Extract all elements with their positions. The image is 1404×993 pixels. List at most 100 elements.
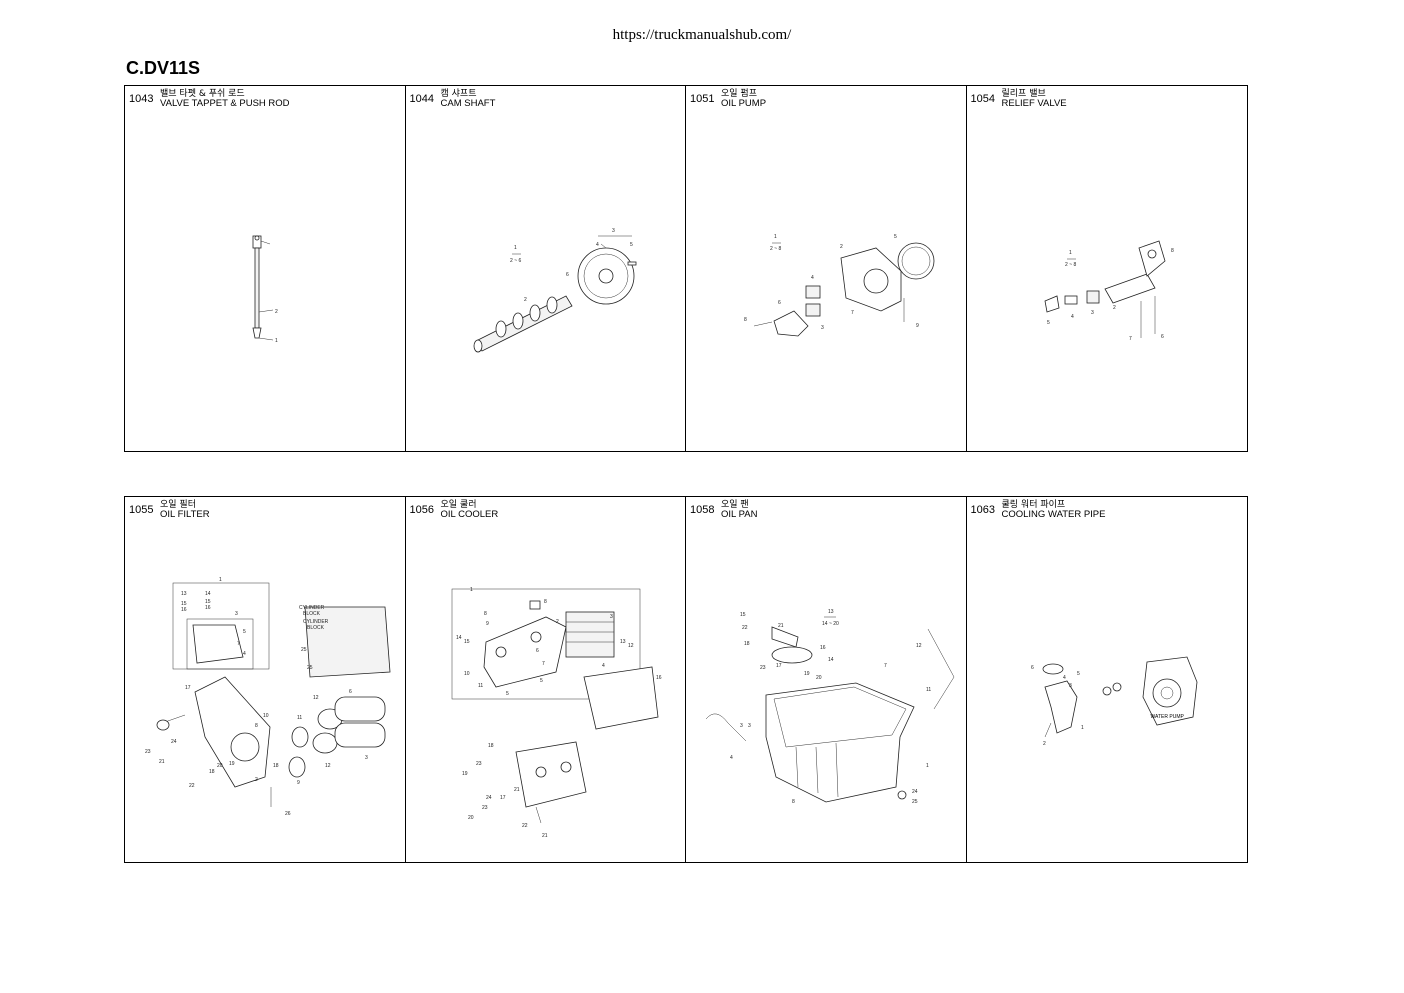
section-code: 1043 (129, 93, 154, 105)
svg-text:15: 15 (464, 639, 470, 645)
section-title: 릴리프 밸브 RELIEF VALVE (1002, 89, 1067, 109)
svg-text:1: 1 (275, 338, 278, 344)
svg-text:8: 8 (1171, 248, 1174, 254)
svg-text:1: 1 (1081, 725, 1084, 731)
section-cam-shaft[interactable]: 1044 캠 샤프트 CAM SHAFT 1 2 ~ 6 4 5 3 6 2 (406, 86, 686, 451)
svg-text:21: 21 (159, 759, 165, 765)
section-title-korean: 쿨링 워터 파이프 (1001, 500, 1066, 510)
valve-tappet-diagram: 2 1 (252, 235, 278, 344)
section-title: 오일 팬 OIL PAN (721, 500, 757, 520)
svg-text:7: 7 (1129, 336, 1132, 342)
section-title: 쿨링 워터 파이프 COOLING WATER PIPE (1002, 500, 1106, 520)
svg-text:6: 6 (349, 689, 352, 695)
section-title-korean: 캠 샤프트 (440, 89, 477, 99)
section-title-korean: 오일 펌프 (721, 89, 757, 99)
svg-text:25: 25 (301, 647, 307, 653)
section-title-english: OIL FILTER (160, 509, 210, 520)
section-title-korean: 오일 필터 (160, 500, 196, 510)
section-oil-pump[interactable]: 1051 오일 펌프 OIL PUMP 1 2 ~ 8 8 9 7 2 5 4 … (686, 86, 967, 451)
svg-text:6: 6 (1031, 665, 1034, 671)
section-code: 1054 (970, 93, 995, 105)
svg-text:2: 2 (840, 244, 843, 250)
svg-text:6: 6 (1161, 334, 1164, 340)
section-title-korean: 릴리프 밸브 (1001, 89, 1046, 99)
svg-text:16: 16 (205, 605, 211, 611)
section-relief-valve[interactable]: 1054 릴리프 밸브 RELIEF VALVE 1 2 ~ 8 7 6 8 5… (967, 86, 1248, 451)
svg-text:6: 6 (536, 648, 539, 654)
section-title: 오일 쿨러 OIL COOLER (441, 500, 499, 520)
section-code: 1051 (690, 93, 715, 105)
cam-shaft-diagram: 1 2 ~ 6 4 5 3 6 2 (473, 228, 636, 353)
svg-text:11: 11 (478, 683, 483, 689)
svg-text:16: 16 (181, 607, 187, 613)
svg-text:24: 24 (486, 795, 492, 801)
svg-text:6: 6 (566, 272, 569, 278)
svg-text:20: 20 (468, 815, 474, 821)
svg-text:11: 11 (297, 715, 302, 721)
svg-text:13: 13 (828, 609, 834, 615)
section-title-english: OIL PUMP (721, 98, 767, 109)
section-title-english: CAM SHAFT (440, 98, 496, 109)
svg-text:16: 16 (656, 675, 662, 681)
svg-text:7: 7 (884, 663, 887, 669)
svg-text:10: 10 (263, 713, 269, 719)
svg-text:9: 9 (916, 323, 919, 329)
svg-text:19: 19 (229, 761, 235, 767)
svg-text:14: 14 (205, 591, 211, 597)
svg-text:5: 5 (894, 234, 897, 240)
svg-text:11: 11 (926, 687, 931, 693)
section-title-english: OIL PAN (721, 509, 758, 520)
section-title-english: VALVE TAPPET & PUSH ROD (160, 98, 290, 109)
source-url[interactable]: https://truckmanualshub.com/ (612, 27, 792, 43)
oil-pump-diagram: 1 2 ~ 8 8 9 7 2 5 4 6 3 (744, 234, 935, 337)
svg-text:18: 18 (488, 743, 494, 749)
svg-text:24: 24 (912, 789, 918, 795)
svg-text:17: 17 (500, 795, 506, 801)
svg-text:4: 4 (602, 663, 605, 669)
svg-text:3: 3 (610, 614, 613, 620)
svg-text:4: 4 (1071, 314, 1074, 320)
water-pump-label: WATER PUMP (1150, 714, 1184, 720)
svg-text:4: 4 (1063, 675, 1066, 681)
svg-text:19: 19 (804, 671, 810, 677)
svg-text:22: 22 (742, 625, 748, 631)
section-code: 1044 (409, 93, 434, 105)
svg-text:20: 20 (816, 675, 822, 681)
section-code: 1056 (409, 504, 434, 516)
svg-text:26: 26 (285, 811, 291, 817)
svg-text:2 ~ 6: 2 ~ 6 (510, 258, 521, 264)
svg-text:22: 22 (522, 823, 528, 829)
section-title-english: COOLING WATER PIPE (1001, 509, 1106, 520)
svg-text:2: 2 (255, 777, 258, 783)
section-valve-tappet[interactable]: 1043 밸브 타펫 & 푸쉬 로드 VALVE TAPPET & PUSH R… (125, 86, 406, 451)
section-title-english: OIL COOLER (440, 509, 499, 520)
svg-text:23: 23 (482, 805, 488, 811)
svg-text:2: 2 (524, 297, 527, 303)
svg-text:19: 19 (462, 771, 468, 777)
svg-text:3: 3 (748, 723, 751, 729)
svg-text:4: 4 (730, 755, 733, 761)
svg-text:5: 5 (243, 629, 246, 635)
svg-text:18: 18 (209, 769, 215, 775)
section-code: 1055 (129, 504, 154, 516)
svg-text:21: 21 (542, 833, 548, 839)
svg-text:1: 1 (774, 234, 777, 240)
svg-text:22: 22 (189, 783, 195, 789)
svg-text:5: 5 (540, 678, 543, 684)
svg-text:23: 23 (145, 749, 151, 755)
svg-text:5: 5 (1047, 320, 1050, 326)
svg-text:1: 1 (1069, 250, 1072, 256)
svg-text:14: 14 (828, 657, 834, 663)
svg-text:3: 3 (1091, 310, 1094, 316)
section-title-korean: 밸브 타펫 & 푸쉬 로드 (160, 89, 245, 99)
section-title-english: RELIEF VALVE (1001, 98, 1067, 109)
svg-text:1: 1 (926, 763, 929, 769)
svg-text:1: 1 (514, 245, 517, 251)
svg-text:2: 2 (1043, 741, 1046, 747)
